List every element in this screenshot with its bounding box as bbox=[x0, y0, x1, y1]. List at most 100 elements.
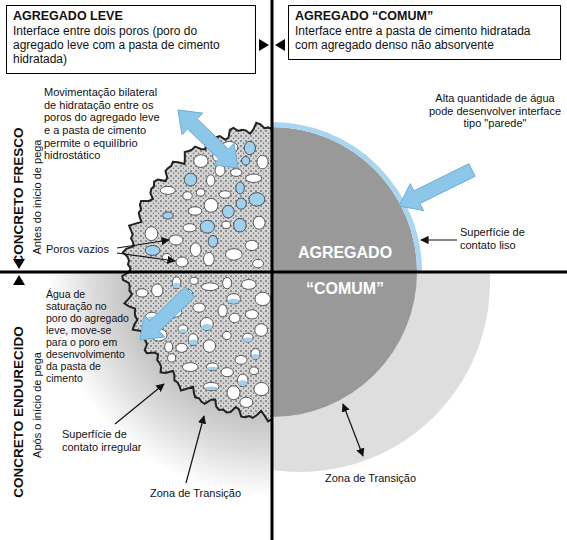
leader-line bbox=[117, 253, 175, 261]
pore bbox=[222, 205, 234, 218]
pore bbox=[227, 386, 240, 400]
pore bbox=[218, 305, 227, 317]
pore bbox=[176, 343, 187, 352]
callout-note: Água de saturação no poro do agregado le… bbox=[46, 288, 130, 385]
pore bbox=[169, 235, 183, 245]
pointer-triangle bbox=[275, 39, 285, 51]
transition-zone-right bbox=[272, 272, 490, 472]
transition-zone-left bbox=[47, 272, 272, 497]
zone-label: Zona de Transição bbox=[325, 472, 416, 485]
pore bbox=[182, 363, 198, 372]
pore bbox=[235, 355, 247, 364]
pore bbox=[200, 317, 213, 330]
pore bbox=[168, 354, 176, 362]
flow-arrow bbox=[178, 110, 238, 168]
pore bbox=[236, 198, 246, 209]
aggregate-circle: AGREGADO “COMUM” bbox=[127, 127, 417, 417]
pore bbox=[203, 252, 214, 266]
pore bbox=[184, 173, 196, 186]
pore bbox=[193, 303, 206, 312]
pore bbox=[223, 278, 232, 289]
pore-water bbox=[207, 367, 217, 370]
pore bbox=[200, 220, 214, 233]
pore-water bbox=[238, 380, 247, 386]
pore bbox=[176, 257, 188, 267]
section-label: CONCRETO FRESCO bbox=[11, 127, 27, 264]
pore bbox=[237, 374, 248, 386]
pore bbox=[183, 192, 192, 200]
box-heading: AGREGADO “COMUM” bbox=[295, 9, 554, 24]
box-heading: AGREGADO LEVE bbox=[13, 9, 249, 24]
pore bbox=[206, 363, 218, 371]
pointer-triangle bbox=[13, 275, 25, 285]
callout-note: Poros vazios bbox=[46, 243, 109, 256]
pore bbox=[160, 186, 175, 194]
pore-water bbox=[252, 354, 260, 359]
pore bbox=[203, 382, 219, 390]
pore bbox=[230, 169, 241, 177]
pore bbox=[194, 155, 208, 168]
box-body: Interface entre a pasta de cimento hidra… bbox=[295, 24, 554, 52]
leader-line bbox=[115, 384, 164, 424]
header-box: AGREGADO LEVEInterface entre dois poros … bbox=[6, 5, 256, 74]
leader-line bbox=[117, 240, 169, 248]
pore bbox=[221, 368, 233, 377]
box-body: Interface entre dois poros (poro do agre… bbox=[13, 24, 249, 66]
pore bbox=[240, 397, 253, 407]
pore-water bbox=[243, 338, 252, 342]
pore bbox=[208, 235, 218, 247]
pore bbox=[245, 240, 258, 250]
pore bbox=[165, 342, 173, 352]
pore bbox=[145, 227, 158, 241]
pore-water bbox=[179, 329, 187, 333]
pore bbox=[201, 283, 218, 291]
pore bbox=[257, 155, 268, 169]
pore bbox=[183, 224, 196, 232]
pore-water bbox=[189, 340, 197, 345]
pore bbox=[244, 141, 255, 154]
pore bbox=[245, 310, 258, 319]
section-sublabel: Antes do início de pega bbox=[31, 140, 44, 255]
pore bbox=[190, 243, 201, 257]
pore bbox=[227, 294, 241, 304]
pore bbox=[203, 340, 215, 353]
pore bbox=[249, 367, 258, 375]
pore-water bbox=[228, 299, 240, 304]
pore bbox=[255, 324, 268, 337]
pore bbox=[246, 174, 262, 182]
pore bbox=[207, 175, 215, 186]
pore bbox=[255, 292, 271, 305]
aggregate-label: AGREGADO bbox=[298, 244, 392, 263]
pore bbox=[163, 212, 174, 219]
pore bbox=[251, 348, 260, 359]
header-box: AGREGADO “COMUM”Interface entre a pasta … bbox=[288, 5, 561, 60]
pore bbox=[172, 277, 181, 289]
pore bbox=[222, 221, 231, 228]
pore bbox=[242, 156, 250, 165]
pore bbox=[253, 216, 265, 229]
water-film bbox=[272, 125, 420, 273]
pore bbox=[152, 284, 163, 297]
pore bbox=[241, 280, 256, 290]
pore bbox=[253, 259, 264, 268]
callout-note: Alta quantidade de água pode desenvolver… bbox=[428, 92, 562, 130]
aggregate-label: “COMUM” bbox=[306, 280, 384, 299]
pore bbox=[219, 191, 231, 198]
pore bbox=[236, 182, 245, 194]
pore bbox=[249, 193, 265, 206]
flow-arrow bbox=[140, 287, 195, 340]
pore-water bbox=[205, 386, 218, 390]
leader-line bbox=[421, 239, 457, 240]
pore bbox=[254, 382, 269, 395]
callout-note: Superfície de contato liso bbox=[460, 226, 556, 251]
pore bbox=[222, 331, 231, 339]
pore bbox=[190, 277, 198, 284]
zone-label: Zona de Transição bbox=[150, 487, 241, 500]
pore bbox=[178, 325, 188, 333]
pointer-triangle bbox=[259, 39, 269, 51]
pore bbox=[204, 198, 218, 212]
pore bbox=[226, 249, 243, 260]
pore bbox=[234, 218, 247, 232]
